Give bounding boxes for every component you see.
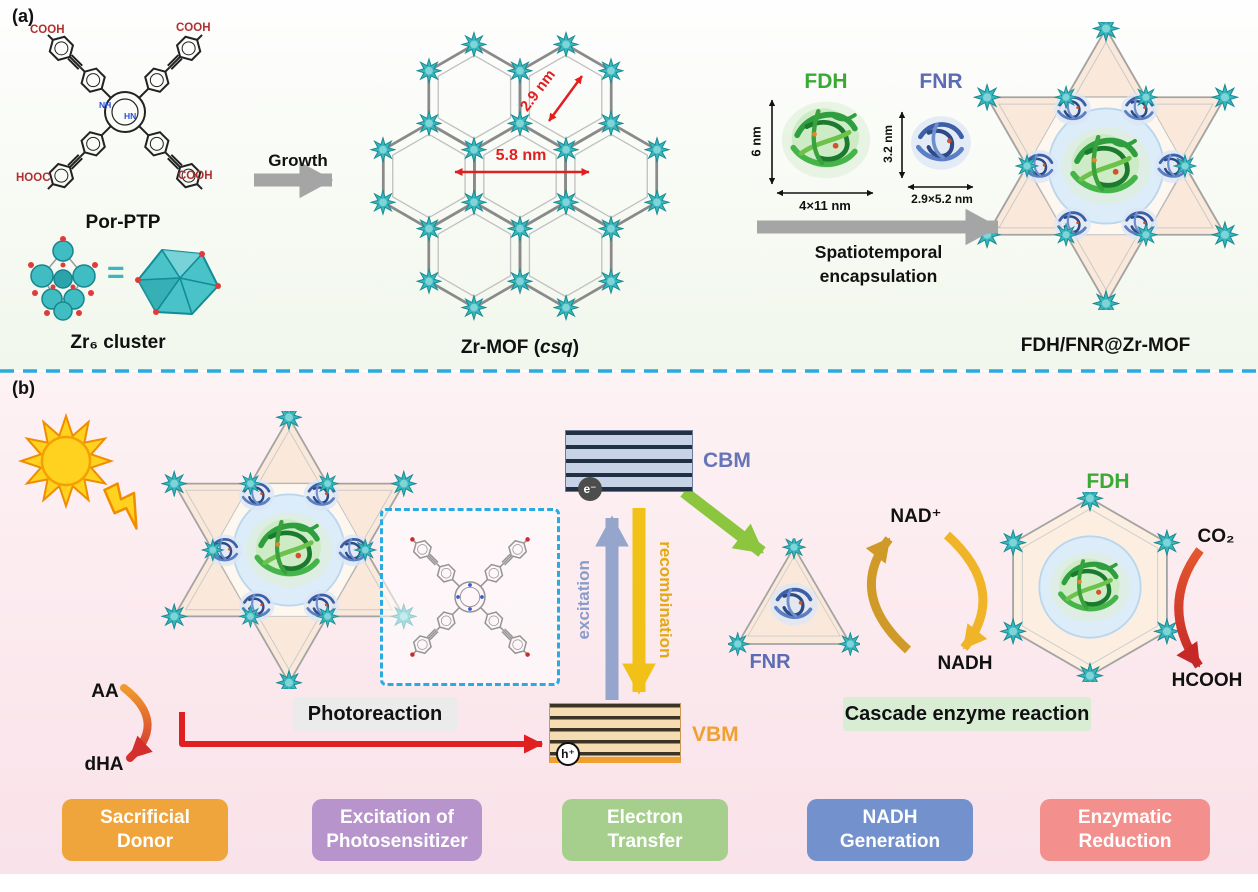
oxygen-atoms	[28, 236, 98, 316]
product-name: FDH/FNR@Zr-MOF	[1020, 335, 1191, 356]
encapsulation-line2: encapsulation	[819, 266, 938, 286]
nad-plus-label: NAD⁺	[890, 506, 942, 527]
step-line: Generation	[839, 831, 941, 852]
hn-label: HN	[124, 111, 137, 121]
zr-mof-topology: csq	[540, 337, 573, 358]
fdh-mof-label: FDH	[1086, 470, 1130, 493]
porphyrin-linker-zoom	[384, 512, 556, 682]
hcooh-label: HCOOH	[1171, 670, 1243, 691]
electron-badge: e⁻	[578, 477, 602, 501]
fnr-title: FNR	[919, 70, 963, 93]
recombination-label: recombination	[655, 541, 675, 659]
vbm-label: VBM	[692, 723, 739, 746]
step-line: Reduction	[1078, 831, 1172, 852]
growth-label: Growth	[268, 151, 328, 170]
fdh-title: FDH	[804, 70, 848, 93]
zr-mof-name: Zr-MOF (csq)	[430, 337, 610, 359]
cooh-top-right: COOH	[176, 22, 211, 34]
dha-label: dHA	[84, 754, 124, 775]
step-excitation: Excitation of Photosensitizer	[312, 799, 482, 861]
step-line: Electron	[606, 807, 684, 829]
fdh-mof-structure	[995, 492, 1185, 682]
panel-b-label: (b)	[12, 378, 35, 398]
photoreaction-tag: Photoreaction	[293, 697, 457, 731]
cbm-label: CBM	[703, 449, 751, 472]
fdh-protein-structure	[778, 96, 874, 184]
step-line: NADH	[862, 807, 918, 829]
sun-icon	[17, 412, 138, 530]
zr-mof-csq-structure	[370, 31, 670, 321]
excitation-label: excitation	[574, 560, 594, 640]
step-electron-transfer: Electron Transfer	[562, 799, 728, 861]
step-enzymatic-reduction: Enzymatic Reduction	[1040, 799, 1210, 861]
zr-mof-name-prefix: Zr-MOF (	[460, 337, 541, 358]
csq-cluster-nodes	[370, 31, 670, 321]
cooh-top-left: COOH	[30, 24, 65, 36]
nitrogen-atoms	[456, 583, 484, 611]
pore-dim-large: 5.8 nm	[495, 147, 547, 164]
panel-a-label: (a)	[12, 6, 34, 26]
co2-label: CO₂	[1197, 526, 1235, 547]
zr6-cluster-name: Zr₆ cluster	[70, 332, 166, 353]
cooh-bottom-right: COOH	[178, 170, 213, 182]
zr6-polyhedron	[135, 249, 221, 315]
step-line: Sacrificial	[100, 807, 190, 829]
fnr-width-dim: 2.9×5.2 nm	[911, 192, 973, 206]
step-line: Donor	[117, 831, 173, 852]
fnr-height-dim: 3.2 nm	[881, 124, 896, 163]
step-line: Transfer	[607, 831, 683, 852]
step-line: Enzymatic	[1078, 807, 1172, 829]
cascade-reaction-tag: Cascade enzyme reaction	[843, 697, 1091, 731]
step-sacrificial-donor: Sacrificial Donor	[62, 799, 228, 861]
hole-badge: h⁺	[556, 742, 580, 766]
vbm-band	[549, 703, 681, 763]
fdh-width-dim: 4×11 nm	[799, 198, 851, 213]
linker-zoom-box	[380, 508, 560, 686]
zr-mof-name-suffix: )	[572, 337, 580, 358]
zr-atoms	[30, 240, 96, 321]
fdh-fnr-at-zr-mof-structure	[962, 20, 1250, 312]
fnr-mof-structure	[728, 538, 860, 662]
nadh-label: NADH	[937, 653, 993, 674]
encapsulation-line1: Spatiotemporal	[814, 242, 943, 262]
fnr-mof-label: FNR	[749, 651, 791, 673]
nh-label: NH	[99, 100, 112, 110]
por-ptp-name: Por-PTP	[85, 212, 161, 233]
lightning-icon	[103, 482, 138, 530]
hooc-bottom-left: HOOC	[16, 172, 51, 184]
fdh-height-dim: 6 nm	[748, 126, 764, 157]
step-line: Excitation of	[339, 807, 454, 829]
step-nadh-generation: NADH Generation	[807, 799, 973, 861]
carboxylate-tips	[410, 537, 530, 657]
sun-rays	[17, 412, 115, 510]
zr6-ball-cluster	[28, 236, 98, 321]
equals-sign: =	[107, 256, 125, 289]
step-line: Photosensitizer	[326, 831, 468, 852]
aa-label: AA	[91, 681, 119, 702]
